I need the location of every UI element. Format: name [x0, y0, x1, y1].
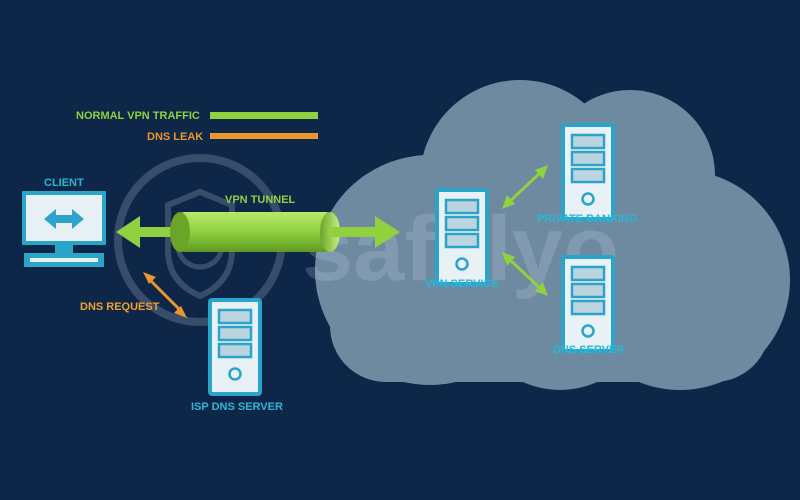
vpn-service-label: VPN SERVICE — [425, 278, 499, 290]
private-banking-label: PRIVATE BANKING — [537, 213, 637, 225]
vpn-tunnel-label: VPN TUNNEL — [225, 194, 296, 206]
client-label: CLIENT — [44, 177, 84, 189]
private-banking-server-icon — [561, 123, 615, 221]
vpn-service-server-icon — [435, 188, 489, 286]
isp-dns-server-icon — [208, 298, 262, 396]
legend-normal-line — [210, 112, 318, 119]
legend-leak-line — [210, 133, 318, 139]
vpn-tunnel-tube — [116, 212, 400, 252]
dns-server-label: DNS SERVER — [553, 344, 624, 356]
legend-leak-label: DNS LEAK — [147, 131, 203, 143]
vpn-to-dns-arrow — [502, 252, 548, 296]
dns-leak-arrow — [143, 272, 187, 318]
isp-dns-server-label: ISP DNS SERVER — [191, 401, 283, 413]
legend-normal-label: NORMAL VPN TRAFFIC — [76, 110, 200, 122]
dns-request-label: DNS REQUEST — [80, 301, 160, 313]
dns-server-icon — [561, 255, 615, 353]
vpn-to-banking-arrow — [502, 165, 548, 209]
client-monitor-icon — [22, 191, 106, 267]
